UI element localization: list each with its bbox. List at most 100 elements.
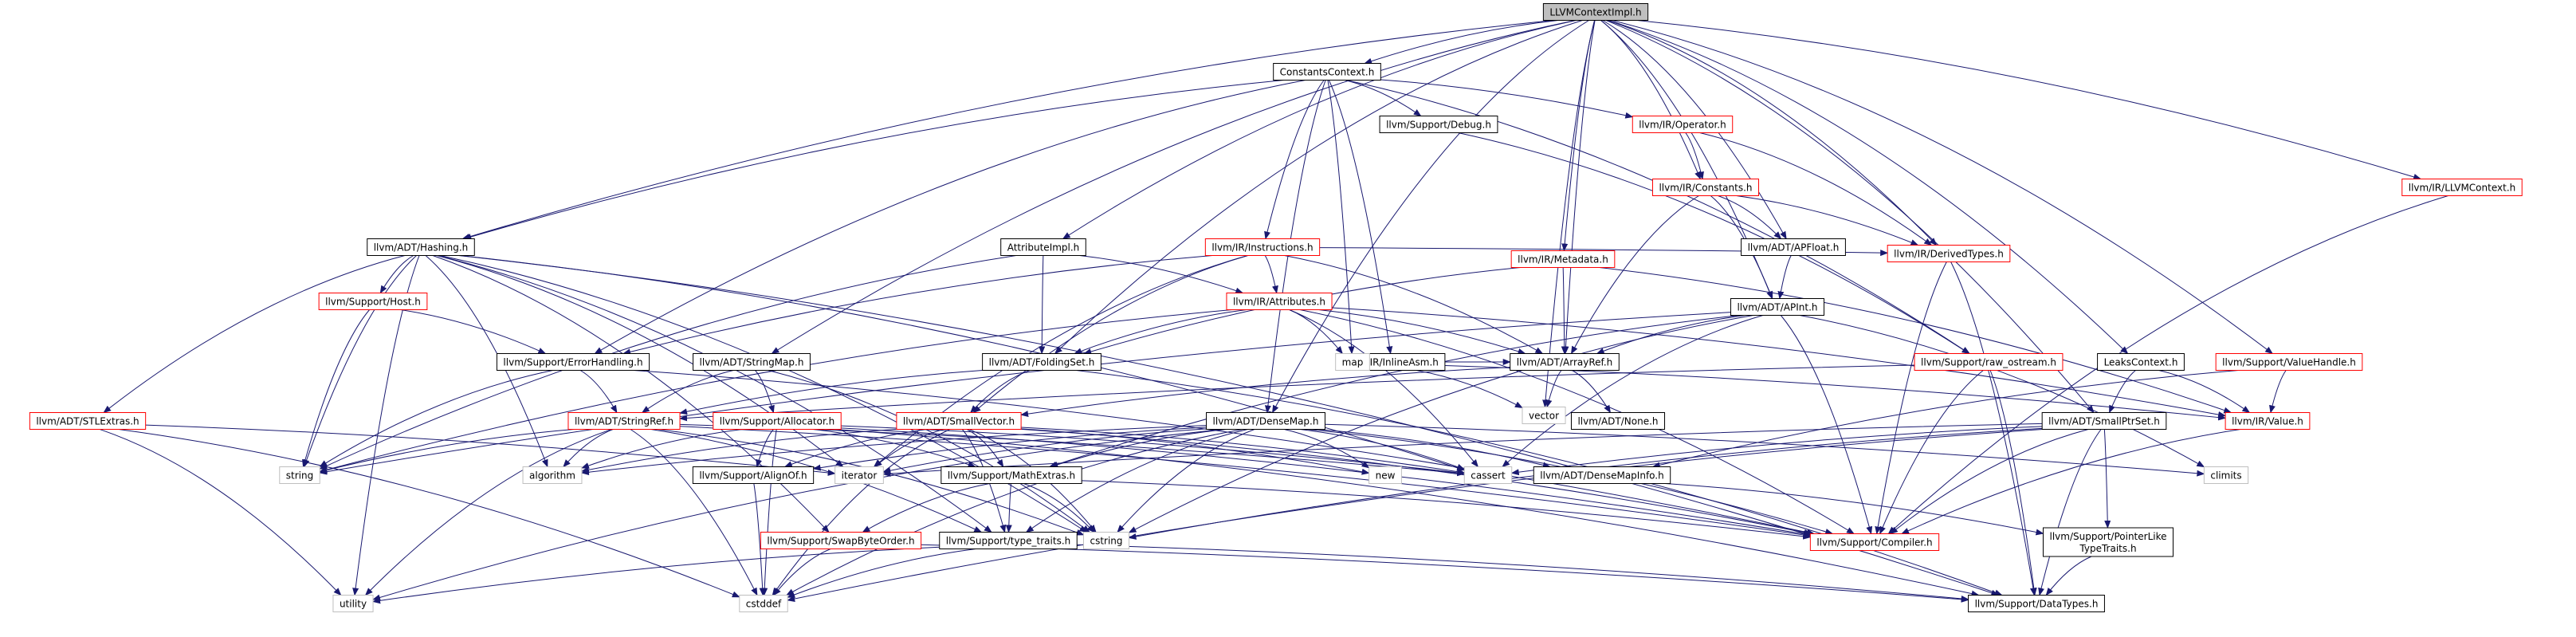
node-label: LLVMContextImpl.h	[1549, 7, 1641, 18]
edge-instructions-to-smallvector	[972, 255, 1248, 414]
edge-attrimpl-to-foldingset	[1039, 255, 1046, 355]
node-cassert: cassert	[1463, 466, 1513, 484]
node-llvmcontextimpl-h[interactable]: LLVMContextImpl.h	[1542, 3, 1649, 21]
node-box	[939, 532, 1078, 549]
node-llvm-adt-stringref-h[interactable]: llvm/ADT/StringRef.h	[567, 412, 681, 430]
edge-root-to-constctx	[1364, 20, 1558, 65]
node-label: ConstantsContext.h	[1280, 67, 1375, 78]
edge-densemap-to-densemapinfo	[1317, 429, 1551, 469]
node-box	[2401, 179, 2523, 196]
node-label: llvm/Support/Compiler.h	[1816, 537, 1932, 549]
edge-constctx-to-instructions	[1264, 80, 1325, 240]
node-llvm-adt-densemapinfo-h[interactable]: llvm/ADT/DenseMapInfo.h	[1533, 466, 1671, 484]
node-box	[29, 412, 147, 430]
node-llvm-adt-apfloat-h[interactable]: llvm/ADT/APFloat.h	[1741, 238, 1846, 256]
node-label: map	[1342, 357, 1364, 368]
node-llvm-ir-llvmcontext-h[interactable]: llvm/IR/LLVMContext.h	[2401, 179, 2523, 196]
node-llvm-ir-attributes-h[interactable]: llvm/IR/Attributes.h	[1226, 293, 1333, 310]
edge-instructions-to-attributes	[1264, 255, 1278, 294]
node-box	[1000, 238, 1086, 256]
node-algorithm: algorithm	[522, 466, 583, 484]
edge-smallvector-to-mathextras	[966, 429, 1004, 468]
node-llvm-support-valuehandle-h[interactable]: llvm/Support/ValueHandle.h	[2215, 353, 2363, 371]
edge-stringref-to-cstddef	[630, 429, 758, 596]
node-leakscontext-h[interactable]: LeaksContext.h	[2097, 353, 2185, 371]
node-label: llvm/Support/Debug.h	[1386, 120, 1491, 131]
node-llvm-support-mathextras-h[interactable]: llvm/Support/MathExtras.h	[940, 466, 1082, 484]
node-llvm-adt-smallptrset-h[interactable]: llvm/ADT/SmallPtrSet.h	[2041, 412, 2167, 430]
node-constantscontext-h[interactable]: ConstantsContext.h	[1273, 63, 1381, 81]
edge-debug-to-rawostream	[1458, 132, 1970, 355]
node-llvm-support-swapbyteorder-h[interactable]: llvm/Support/SwapByteOrder.h	[760, 532, 922, 549]
edge-leaksctx-to-smallptrset	[2109, 370, 2136, 414]
edge-attributes-to-map	[1289, 309, 1343, 355]
node-llvm-support-allocator-h[interactable]: llvm/Support/Allocator.h	[713, 412, 842, 430]
node-llvm-support-host-h[interactable]: llvm/Support/Host.h	[318, 293, 428, 310]
node-llvm-support-raw-ostream-h[interactable]: llvm/Support/raw_ostream.h	[1914, 353, 2064, 371]
node-llvm-adt-none-h[interactable]: llvm/ADT/None.h	[1570, 412, 1666, 430]
node-label: llvm/IR/Instructions.h	[1211, 242, 1313, 254]
node-box	[1570, 412, 1666, 430]
node-llvm-ir-constants-h[interactable]: llvm/IR/Constants.h	[1651, 179, 1760, 196]
node-llvm-adt-stringmap-h[interactable]: llvm/ADT/StringMap.h	[693, 353, 811, 371]
edge-host-to-string	[302, 309, 370, 468]
edge-metadata-to-value	[1599, 267, 2232, 414]
node-label: llvm/Support/type_traits.h	[946, 536, 1071, 547]
node-label: llvm/ADT/SmallVector.h	[903, 416, 1015, 427]
node-llvm-support-debug-h[interactable]: llvm/Support/Debug.h	[1379, 116, 1498, 133]
node-llvm-support-compiler-h[interactable]: llvm/Support/Compiler.h	[1809, 533, 1940, 551]
node-label: utility	[340, 599, 367, 610]
node-box	[1510, 250, 1616, 268]
edge-densemap-to-mathextras	[1050, 429, 1227, 468]
node-label: llvm/ADT/APInt.h	[1737, 302, 1817, 313]
edge-foldingset-to-stringref	[679, 370, 983, 415]
node-llvm-support-type-traits-h[interactable]: llvm/Support/type_traits.h	[939, 532, 1078, 549]
node-llvm-adt-hashing-h[interactable]: llvm/ADT/Hashing.h	[367, 238, 475, 256]
edge-valuehandle-to-value	[2269, 370, 2287, 414]
edge-root-to-arrayref	[1562, 20, 1596, 355]
node-box	[1741, 238, 1846, 256]
node-attributeimpl-h[interactable]: AttributeImpl.h	[1000, 238, 1086, 256]
node-llvm-support-errorhandling-h[interactable]: llvm/Support/ErrorHandling.h	[496, 353, 650, 371]
node-label: llvm/IR/DerivedTypes.h	[1894, 249, 2004, 260]
node-llvm-adt-apint-h[interactable]: llvm/ADT/APInt.h	[1730, 298, 1825, 316]
node-llvm-adt-foldingset-h[interactable]: llvm/ADT/FoldingSet.h	[982, 353, 1101, 371]
node-label: llvm/IR/Attributes.h	[1233, 297, 1325, 308]
edge-operator-to-constants	[1685, 132, 1704, 180]
edge-constants-to-derived	[1736, 195, 1919, 246]
edge-apfloat-to-apint	[1777, 255, 1792, 300]
edge-constctx-to-densemap	[1264, 80, 1326, 414]
edge-leaksctx-to-value	[2158, 370, 2251, 414]
node-box	[1542, 3, 1649, 21]
node-llvm-ir-operator-h[interactable]: llvm/IR/Operator.h	[1632, 116, 1734, 133]
edge-densemap-to-typetraits	[1025, 429, 1248, 533]
edge-errhandling-to-compiler	[633, 370, 1816, 536]
node-llvm-adt-arrayref-h[interactable]: llvm/ADT/ArrayRef.h	[1510, 353, 1620, 371]
node-llvm-ir-derivedtypes-h[interactable]: llvm/IR/DerivedTypes.h	[1887, 245, 2011, 262]
node-label: llvm/Support/PointerLike	[2049, 531, 2166, 542]
node-label: cstddef	[746, 599, 782, 610]
node-llvm-support-alignof-h[interactable]: llvm/Support/AlignOf.h	[692, 466, 815, 484]
edge-smallvector-to-algorithm	[580, 428, 897, 474]
edge-root-to-constants	[1600, 20, 1701, 180]
edge-allocator-to-datatypes	[834, 429, 1980, 597]
node-box	[2203, 466, 2249, 484]
edge-stringref-to-string	[319, 429, 575, 474]
edge-constctx-to-map	[1327, 80, 1355, 355]
node-llvm-adt-densemap-h[interactable]: llvm/ADT/DenseMap.h	[1206, 412, 1325, 430]
node-llvm-ir-metadata-h[interactable]: llvm/IR/Metadata.h	[1510, 250, 1616, 268]
edge-alignof-to-cstddef	[753, 483, 766, 596]
node-llvm-support-datatypes-h[interactable]: llvm/Support/DataTypes.h	[1968, 595, 2105, 612]
edge-root-to-attrimpl	[1062, 20, 1577, 240]
node-llvm-adt-smallvector-h[interactable]: llvm/ADT/SmallVector.h	[896, 412, 1022, 430]
node-llvm-adt-stlextras-h[interactable]: llvm/ADT/STLExtras.h	[29, 412, 147, 430]
node-llvm-ir-value-h[interactable]: llvm/IR/Value.h	[2225, 412, 2311, 430]
edge-typetraits-to-cstddef	[787, 549, 976, 598]
edge-instructions-to-arrayref	[1284, 255, 1544, 354]
node-llvm-ir-instructions-h[interactable]: llvm/IR/Instructions.h	[1204, 238, 1321, 256]
node-label: LeaksContext.h	[2104, 357, 2178, 368]
edge-densemapinfo-to-pointerlike	[1665, 483, 2044, 536]
node-label: llvm/Support/MathExtras.h	[948, 470, 1075, 482]
edge-arrayref-to-smallvector	[1020, 367, 1510, 418]
